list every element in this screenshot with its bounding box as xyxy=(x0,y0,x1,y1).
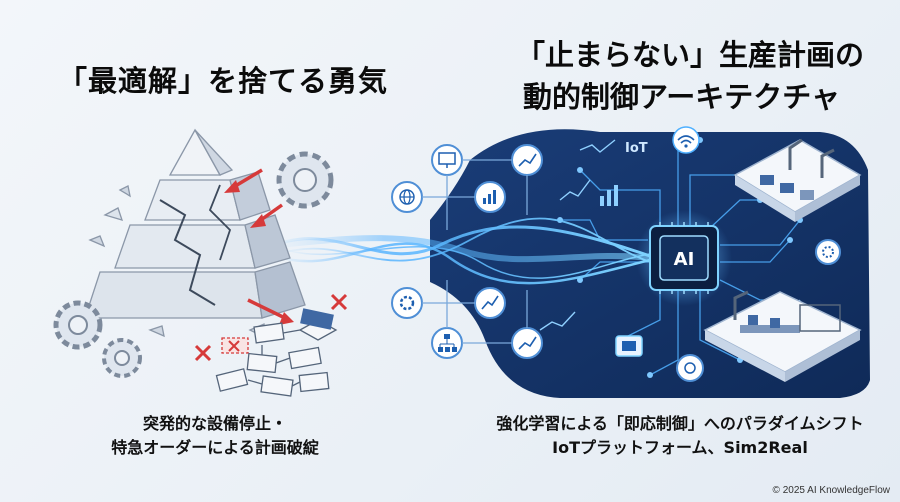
ai-chip xyxy=(636,210,732,306)
factory-bottom xyxy=(703,290,862,382)
hierarchy-node-icon xyxy=(431,327,463,359)
energy-wave xyxy=(264,217,651,285)
trend-node-icon xyxy=(474,287,506,319)
copyright-notice: © 2025 AI KnowledgeFlow xyxy=(772,485,890,496)
microchip-icon xyxy=(615,335,643,357)
gear-icon-left xyxy=(53,300,103,350)
broken-flowchart xyxy=(215,308,338,397)
left-title: 「最適解」を捨てる勇気 xyxy=(58,64,389,98)
node-icons xyxy=(391,144,841,382)
broken-pyramid xyxy=(84,128,306,340)
chart-node-icon-2 xyxy=(511,327,543,359)
factory-top xyxy=(733,138,862,222)
right-title-line1: 「止まらない」生産計画の xyxy=(516,38,865,72)
iot-label: IoT xyxy=(625,141,648,156)
left-caption-line1: 突発的な設備停止・ xyxy=(142,414,287,433)
robot-node-icon xyxy=(676,354,704,382)
right-caption-line2: IoTプラットフォーム、Sim2Real xyxy=(552,438,808,457)
right-caption: 強化学習による「即応制御」へのパラダイムシフト IoTプラットフォーム、Sim2… xyxy=(470,412,890,460)
wifi-icon xyxy=(672,126,700,154)
gear-icon-bottom xyxy=(102,338,142,378)
right-title-line2: 動的制御アーキテクチャ xyxy=(523,80,840,114)
left-caption: 突発的な設備停止・ 特急オーダーによる計画破綻 xyxy=(70,412,360,460)
right-caption-line1: 強化学習による「即応制御」へのパラダイムシフト xyxy=(496,414,864,433)
gear-icon-large xyxy=(276,151,334,209)
monitor-node-icon xyxy=(431,144,463,176)
chart-node-icon xyxy=(511,144,543,176)
globe-node-icon xyxy=(391,181,423,213)
gear-node-icon-2 xyxy=(815,239,841,265)
node-connectors xyxy=(422,159,528,344)
left-caption-line2: 特急オーダーによる計画破綻 xyxy=(111,438,319,457)
ai-chip-label: AI xyxy=(674,249,695,270)
bar-chart-node-icon xyxy=(474,181,506,213)
gear-node-icon xyxy=(391,287,423,319)
red-arrows xyxy=(224,168,294,325)
close-icon-red xyxy=(194,293,348,362)
